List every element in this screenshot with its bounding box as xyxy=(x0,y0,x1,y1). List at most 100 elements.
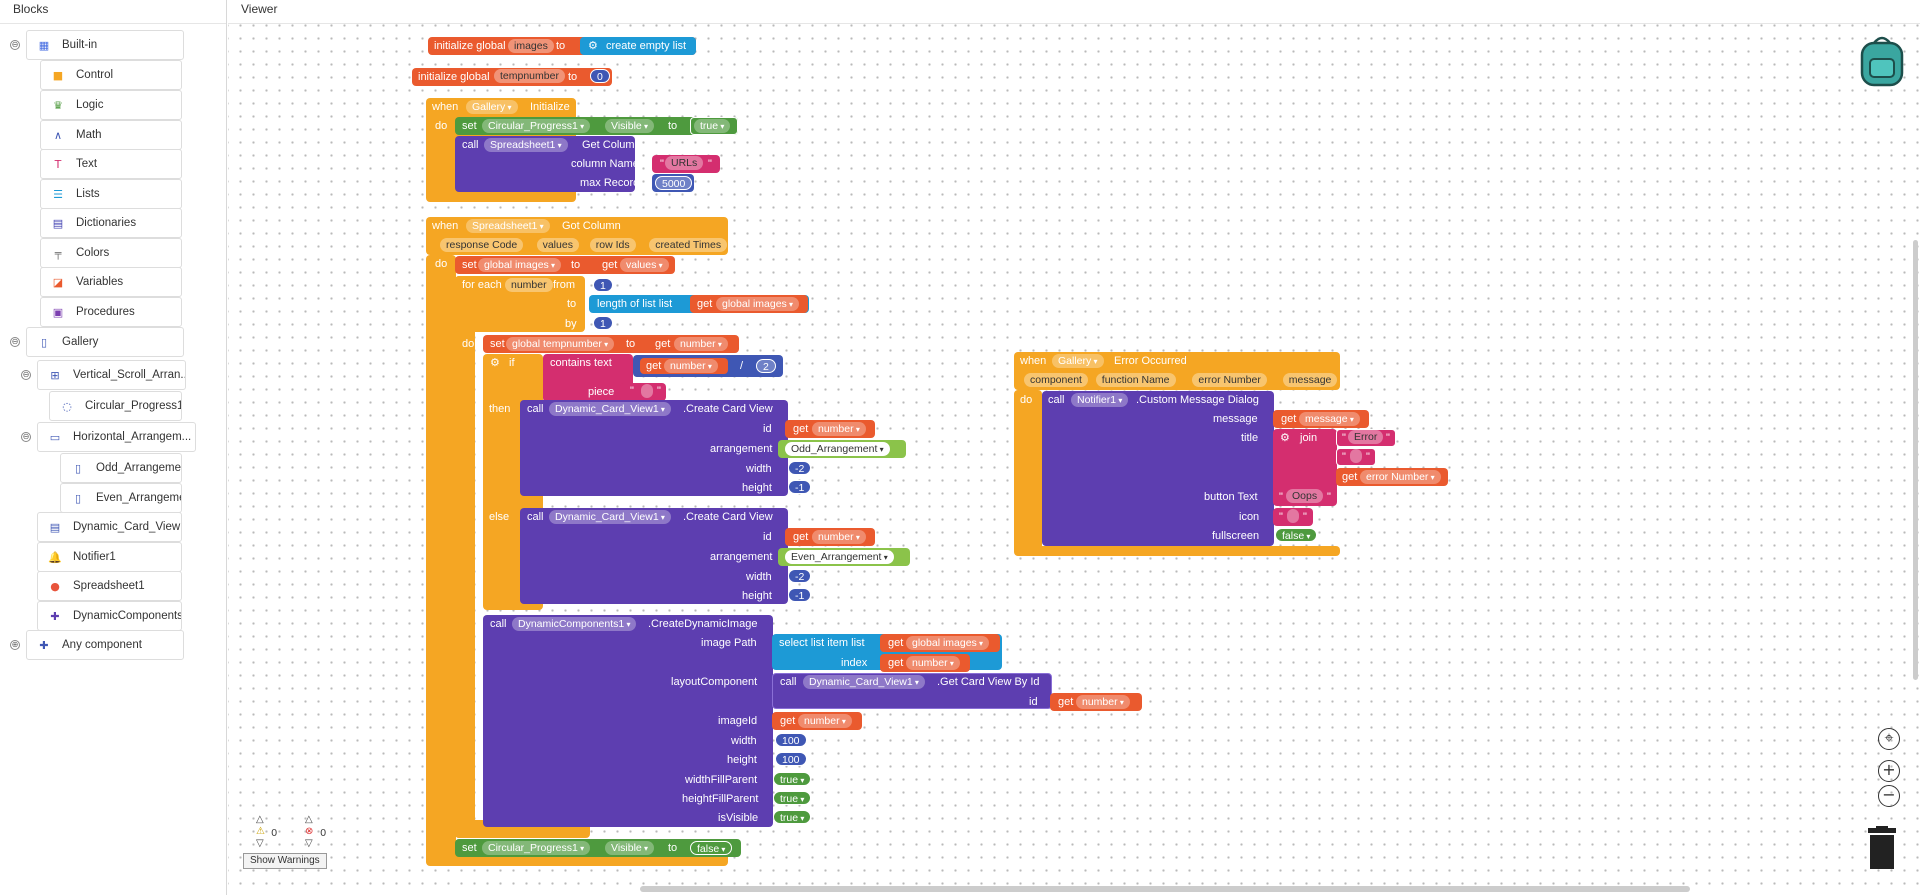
tree-item-variables[interactable]: ◪Variables xyxy=(0,267,182,297)
tree-item-box[interactable]: ▯ Odd_Arrangement xyxy=(60,453,182,483)
collapse-toggle-icon[interactable]: ⊖ xyxy=(10,40,20,50)
collapse-toggle-icon[interactable]: ⊖ xyxy=(10,337,20,347)
create-empty-list-block[interactable] xyxy=(580,37,696,55)
tree-item-box[interactable]: ╤Colors xyxy=(40,238,182,268)
backpack-icon[interactable] xyxy=(1856,33,1908,89)
tree-item-vertical-scroll-arran[interactable]: ⊖ ⊞Vertical_Scroll_Arran... xyxy=(0,360,186,390)
warning-up-arrow-icon[interactable]: △ xyxy=(256,814,264,825)
tree-item-box[interactable]: ▯Gallery xyxy=(26,327,184,357)
zoom-in-button[interactable]: + xyxy=(1878,760,1900,782)
event-parameter[interactable]: component xyxy=(1024,373,1088,387)
tree-item-text[interactable]: T Text xyxy=(0,149,182,179)
error-icon: ⊗ xyxy=(305,826,314,837)
tree-item-gallery[interactable]: ⊖ ▯Gallery xyxy=(0,327,184,357)
tree-item-label: Procedures xyxy=(76,306,135,318)
tree-item-even-arrangement[interactable]: ▯Even_Arrangement xyxy=(0,483,182,513)
blocks-panel-title: Blocks xyxy=(0,0,226,24)
arrangement-icon: ▯ xyxy=(74,461,82,475)
tree-item-odd-arrangement[interactable]: ▯ Odd_Arrangement xyxy=(0,453,182,483)
event-parameter[interactable]: message xyxy=(1282,373,1338,387)
tree-item-box[interactable]: ◪Variables xyxy=(40,267,182,297)
tree-item-any-component[interactable]: ⊕ ✚Any component xyxy=(0,630,184,660)
tree-item-box[interactable]: ☰Lists xyxy=(40,179,182,209)
contains-text-block[interactable] xyxy=(543,354,633,402)
tree-item-box[interactable]: ⊞Vertical_Scroll_Arran... xyxy=(37,360,186,390)
gear-icon[interactable]: ⚙ xyxy=(588,40,598,52)
variable-name[interactable]: images xyxy=(508,39,554,53)
component-dropdown[interactable]: Gallery xyxy=(466,100,518,114)
procedures-icon: ▣ xyxy=(52,305,64,319)
tree-item-built-in[interactable]: ⊖ ▦Built-in xyxy=(0,30,184,60)
tree-item-label: Colors xyxy=(76,247,110,259)
zoom-out-button[interactable]: − xyxy=(1878,785,1900,807)
tree-item-box[interactable]: ◌Circular_Progress1 xyxy=(49,391,182,421)
horizontal-arrangement-icon: ▭ xyxy=(49,430,61,444)
gear-icon[interactable]: ⚙ xyxy=(1280,432,1290,444)
vertical-scrollbar[interactable] xyxy=(1913,240,1918,680)
tree-item-box[interactable]: ▤Dictionaries xyxy=(40,208,182,238)
trash-icon[interactable] xyxy=(1866,826,1898,870)
number-block[interactable]: 0 xyxy=(590,69,610,83)
tree-item-box[interactable]: ▯Even_Arrangement xyxy=(60,483,182,513)
event-parameter[interactable]: values xyxy=(536,238,579,252)
number-block[interactable] xyxy=(652,174,694,192)
tree-item-box[interactable]: T Text xyxy=(40,149,182,179)
error-up-arrow-icon[interactable]: △ xyxy=(305,814,313,825)
create-dynamic-image-block[interactable] xyxy=(483,615,773,827)
tree-item-box[interactable]: ▦Built-in xyxy=(26,30,184,60)
event-parameter[interactable]: function Name xyxy=(1095,373,1176,387)
tree-item-box[interactable]: ■Control xyxy=(40,60,182,90)
collapse-toggle-icon[interactable]: ⊖ xyxy=(21,432,31,442)
tree-item-horizontal-arrangem[interactable]: ⊖ ▭Horizontal_Arrangem... xyxy=(0,422,196,452)
event-parameter[interactable]: row Ids xyxy=(589,238,636,252)
custom-message-dialog-block[interactable] xyxy=(1042,391,1274,546)
vertical-arrangement-icon: ⊞ xyxy=(50,368,60,382)
tree-item-dynamiccomponents1[interactable]: ✚DynamicComponents1 xyxy=(0,601,182,631)
text-icon: T xyxy=(54,157,62,171)
tree-item-lists[interactable]: ☰Lists xyxy=(0,179,182,209)
grid-icon: ▦ xyxy=(38,38,50,52)
tree-item-box[interactable]: ▣ Procedures xyxy=(40,297,182,327)
tree-item-procedures[interactable]: ▣ Procedures xyxy=(0,297,182,327)
tree-item-spreadsheet1[interactable]: ●Spreadsheet1 xyxy=(0,571,182,601)
event-parameter[interactable]: response Code xyxy=(440,238,524,252)
arrangement-icon: ▯ xyxy=(74,491,82,505)
warning-down-arrow-icon[interactable]: ▽ xyxy=(256,838,264,849)
tree-item-box[interactable]: 🔔Notifier1 xyxy=(37,542,182,572)
for-each-block[interactable] xyxy=(455,276,475,838)
tree-item-box[interactable]: ●Spreadsheet1 xyxy=(37,571,182,601)
event-parameter[interactable]: error Number xyxy=(1192,373,1267,387)
recenter-button[interactable]: ⌖ xyxy=(1878,728,1900,750)
tree-item-box[interactable]: ▭Horizontal_Arrangem... xyxy=(37,422,196,452)
blocks-workspace[interactable]: Viewer initialize global images to ⚙ cre… xyxy=(228,0,1920,895)
tree-item-circular-progress1[interactable]: ◌Circular_Progress1 xyxy=(0,391,182,421)
tree-item-label: Text xyxy=(76,158,98,170)
tree-item-box[interactable]: ∧Math xyxy=(40,120,182,150)
tree-item-dynamic-card-view1[interactable]: ▤Dynamic_Card_View1 xyxy=(0,512,182,542)
gear-icon[interactable]: ⚙ xyxy=(490,357,500,369)
tree-item-box[interactable]: ♛Logic xyxy=(40,90,182,120)
horizontal-scrollbar[interactable] xyxy=(640,886,1690,892)
text-block[interactable] xyxy=(652,155,720,173)
tree-item-box[interactable]: ✚Any component xyxy=(26,630,184,660)
tree-item-math[interactable]: ∧Math xyxy=(0,120,182,150)
tree-item-notifier1[interactable]: 🔔Notifier1 xyxy=(0,542,182,572)
tree-item-label: Odd_Arrangement xyxy=(96,462,182,474)
phone-icon: ▯ xyxy=(40,335,48,349)
tree-item-dictionaries[interactable]: ▤Dictionaries xyxy=(0,208,182,238)
lists-icon: ☰ xyxy=(53,187,63,201)
text-block[interactable] xyxy=(620,383,666,401)
notifier-icon: 🔔 xyxy=(48,550,62,564)
variable-name[interactable]: tempnumber xyxy=(494,69,565,83)
tree-item-control[interactable]: ■Control xyxy=(0,60,182,90)
expand-toggle-icon[interactable]: ⊕ xyxy=(10,640,20,650)
tree-item-logic[interactable]: ♛Logic xyxy=(0,90,182,120)
tree-item-box[interactable]: ✚DynamicComponents1 xyxy=(37,601,182,631)
collapse-toggle-icon[interactable]: ⊖ xyxy=(21,370,31,380)
event-parameter[interactable]: created Times xyxy=(649,238,728,252)
init-global-tempnumber-block[interactable] xyxy=(412,68,612,86)
tree-item-box[interactable]: ▤Dynamic_Card_View1 xyxy=(37,512,182,542)
show-warnings-button[interactable]: Show Warnings xyxy=(243,853,327,869)
error-down-arrow-icon[interactable]: ▽ xyxy=(305,838,313,849)
tree-item-colors[interactable]: ╤Colors xyxy=(0,238,182,268)
